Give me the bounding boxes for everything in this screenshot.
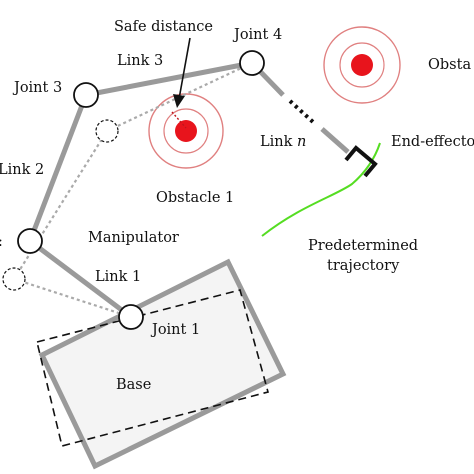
label-obstacle-2: Obsta — [428, 57, 471, 73]
dashed-link-a — [13, 277, 132, 319]
link-2 — [27, 94, 89, 242]
obstacle-2-core — [351, 54, 373, 76]
label-base: Base — [116, 377, 151, 393]
base-dashed-outline — [36, 289, 269, 447]
link-n — [320, 127, 350, 154]
label-link-1: Link 1 — [95, 269, 141, 285]
safe-distance-arrow-shaft — [178, 37, 191, 100]
base-solid-outline — [38, 258, 287, 470]
obstacle-1-inner-ring — [163, 108, 209, 154]
link-1 — [28, 239, 133, 319]
label-predetermined-line-2: trajectory — [327, 258, 400, 274]
trajectory-curve — [261, 142, 381, 237]
end-effector-gripper — [344, 145, 378, 178]
link-3 — [85, 60, 253, 98]
obstacle-1-safe-zone — [148, 93, 224, 169]
label-joint-4: Joint 4 — [232, 27, 282, 43]
dashed-joint-a — [2, 267, 26, 291]
dashed-joint-b — [95, 119, 119, 143]
link-ellipsis — [288, 99, 315, 124]
safe-distance-arrowhead — [173, 94, 185, 108]
label-link-3: Link 3 — [117, 53, 163, 69]
label-obstacle-1: Obstacle 1 — [156, 190, 234, 206]
label-left-edge-fragment: : — [0, 234, 3, 250]
label-link-n-variable: n — [297, 134, 306, 150]
obstacle-1-core — [175, 120, 197, 142]
label-end-effector: End-effecto — [391, 134, 474, 150]
joint-4 — [239, 50, 265, 76]
joint-2 — [17, 228, 43, 254]
label-predetermined-line-1: Predetermined — [308, 238, 418, 254]
label-safe-distance: Safe distance — [114, 19, 213, 35]
label-link-n-prefix: Link — [260, 134, 297, 150]
label-joint-1: Joint 1 — [150, 322, 200, 338]
label-link-2: Link 2 — [0, 162, 44, 178]
dashed-link-b — [13, 130, 108, 280]
label-manipulator: Manipulator — [88, 230, 179, 246]
label-joint-3: Joint 3 — [12, 80, 62, 96]
obstacle-2-inner-ring — [339, 42, 385, 88]
joint-1 — [118, 304, 144, 330]
obstacle-2-safe-zone — [323, 26, 401, 104]
joint-3 — [73, 82, 99, 108]
label-link-n: Link n — [260, 134, 306, 150]
safe-distance-connector — [171, 111, 187, 129]
